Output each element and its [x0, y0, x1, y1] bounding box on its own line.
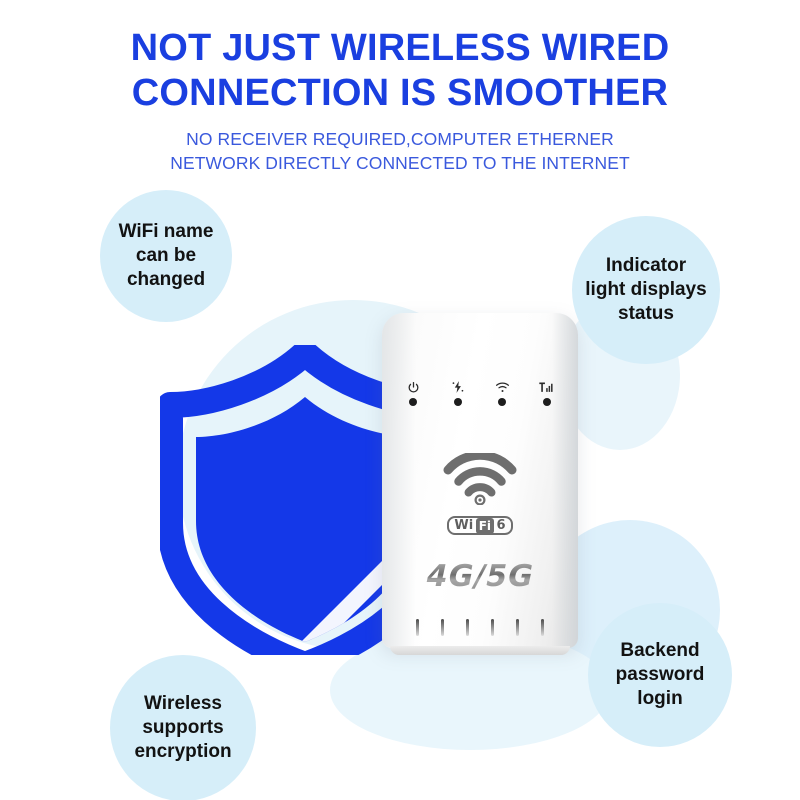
led-indicator-row [400, 379, 560, 406]
power-icon [407, 379, 420, 394]
page-subtitle: NO RECEIVER REQUIRED,COMPUTER ETHERNER N… [0, 127, 800, 175]
subheadline-line-1: NO RECEIVER REQUIRED,COMPUTER ETHERNER [186, 129, 614, 149]
callout-line: changed [126, 268, 206, 290]
callout-line: Indicator [605, 255, 687, 277]
subheadline-line-2: NETWORK DIRECTLY CONNECTED TO THE INTERN… [170, 153, 630, 174]
callout-line: password [615, 664, 705, 686]
vent-slot [416, 619, 419, 636]
headline-line-1: NOT JUST WIRELESS WIRED [130, 27, 670, 69]
led-dot [542, 398, 551, 406]
vent-slots [416, 619, 544, 636]
callout-line: encryption [134, 740, 232, 762]
page-title: NOT JUST WIRELESS WIRED CONNECTION IS SM… [0, 26, 800, 116]
vent-slot [541, 619, 544, 636]
callout-line: supports [142, 717, 224, 739]
callout-line: status [618, 302, 674, 324]
callout-line: Wireless [144, 693, 222, 715]
wifi6-logo: Wi Fi 6 [443, 450, 517, 535]
wifi6-badge: Wi Fi 6 [447, 516, 513, 535]
router-device: Wi Fi 6 4G/5G [382, 313, 578, 655]
callout-line: light displays [585, 279, 707, 301]
signal-bars-icon [539, 379, 554, 394]
callout-indicator-light: Indicator light displays status [572, 216, 720, 364]
led-internet [445, 379, 471, 406]
wifi-badge-generation: 6 [496, 518, 506, 533]
wifi-arcs-icon [443, 450, 517, 510]
led-dot [498, 398, 507, 406]
callout-wireless-encryption: Wireless supports encryption [110, 655, 256, 800]
led-dot [453, 398, 462, 406]
wifi-badge-wi: Wi [454, 518, 474, 533]
callout-line: can be [135, 245, 197, 267]
headline-line-2: CONNECTION IS SMOOTHER [131, 71, 669, 114]
callout-backend-login: Backend password login [588, 603, 732, 747]
device-base [390, 646, 570, 655]
led-power [400, 379, 426, 406]
wifi-badge-fi: Fi [475, 517, 495, 534]
device-left-highlight [382, 313, 416, 648]
device-right-shadow [552, 313, 578, 648]
callout-line: login [637, 687, 683, 709]
callout-line: Backend [620, 640, 700, 662]
wifi-icon [495, 379, 510, 394]
vent-slot [441, 619, 444, 636]
vent-slot [466, 619, 469, 636]
callout-line: WiFi name [118, 221, 214, 243]
led-wifi [489, 379, 515, 406]
callout-wifi-name: WiFi name can be changed [100, 190, 232, 322]
vent-slot [491, 619, 494, 636]
led-signal [534, 379, 560, 406]
network-generation-label: 4G/5G [422, 559, 538, 594]
data-lightning-icon [451, 379, 465, 394]
led-dot [409, 398, 417, 406]
vent-slot [516, 619, 519, 636]
